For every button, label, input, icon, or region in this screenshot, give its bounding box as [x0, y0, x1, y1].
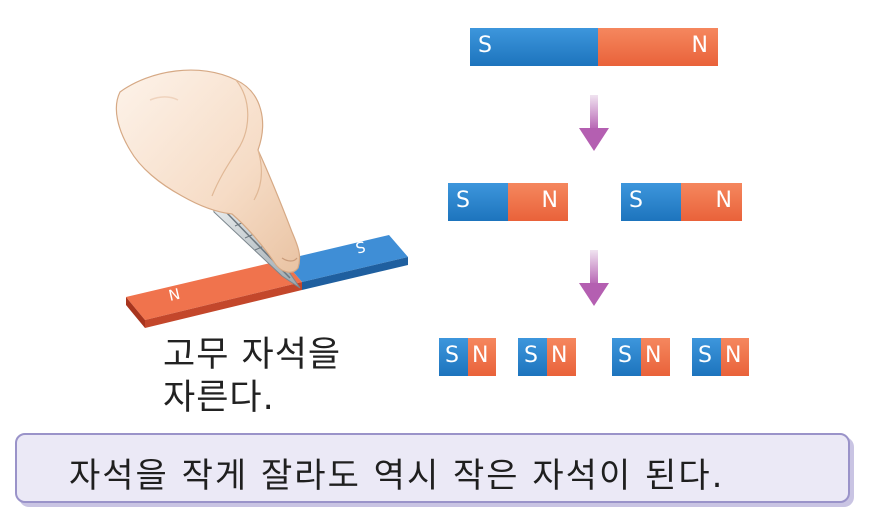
north-pole-label: N — [691, 33, 708, 59]
half-magnet-2: S N — [621, 183, 742, 221]
south-pole: S — [612, 338, 641, 376]
half-magnet-1: S N — [448, 183, 568, 221]
south-pole-label: S — [524, 343, 538, 369]
north-pole: N — [598, 28, 718, 66]
north-pole: N — [468, 338, 496, 376]
south-pole: S — [692, 338, 721, 376]
north-pole-label: N — [472, 343, 489, 369]
quarter-magnet-1: S N — [439, 338, 496, 376]
south-pole-label: S — [445, 343, 459, 369]
south-pole: S — [621, 183, 681, 221]
south-pole-label: S — [456, 188, 470, 214]
quarter-magnet-2: S N — [518, 338, 576, 376]
conclusion-text: 자석을 작게 잘라도 역시 작은 자석이 된다. — [69, 456, 725, 496]
caption-line-2: 자른다. — [163, 378, 275, 418]
caption-line-1: 고무 자석을 — [163, 335, 342, 375]
arrow-down-1 — [579, 95, 609, 151]
rubber-magnet: N S — [126, 235, 408, 328]
cut-caption: 고무 자석을 자른다. — [163, 334, 341, 420]
south-pole: S — [470, 28, 598, 66]
north-pole-label: N — [541, 188, 558, 214]
north-pole-label: N — [645, 343, 662, 369]
north-pole: N — [547, 338, 576, 376]
south-pole-label: S — [629, 188, 643, 214]
hand — [115, 69, 301, 273]
south-pole-label: S — [478, 33, 492, 59]
quarter-magnet-4: S N — [692, 338, 749, 376]
north-pole: N — [641, 338, 670, 376]
south-pole: S — [448, 183, 508, 221]
slab-s-label: S — [354, 237, 367, 257]
south-pole-label: S — [698, 343, 712, 369]
south-pole-label: S — [618, 343, 632, 369]
north-pole: N — [721, 338, 749, 376]
south-pole: S — [518, 338, 547, 376]
whole-magnet: S N — [470, 28, 718, 66]
slab-n-label: N — [167, 285, 182, 305]
north-pole: N — [508, 183, 568, 221]
north-pole-label: N — [725, 343, 742, 369]
north-pole-label: N — [551, 343, 568, 369]
north-pole: N — [681, 183, 742, 221]
arrow-down-2 — [579, 250, 609, 306]
south-pole: S — [439, 338, 468, 376]
conclusion-banner: 자석을 작게 잘라도 역시 작은 자석이 된다. — [15, 433, 850, 503]
north-pole-label: N — [715, 188, 732, 214]
hand-cutting-magnet-illustration: N S — [115, 69, 408, 328]
quarter-magnet-3: S N — [612, 338, 670, 376]
